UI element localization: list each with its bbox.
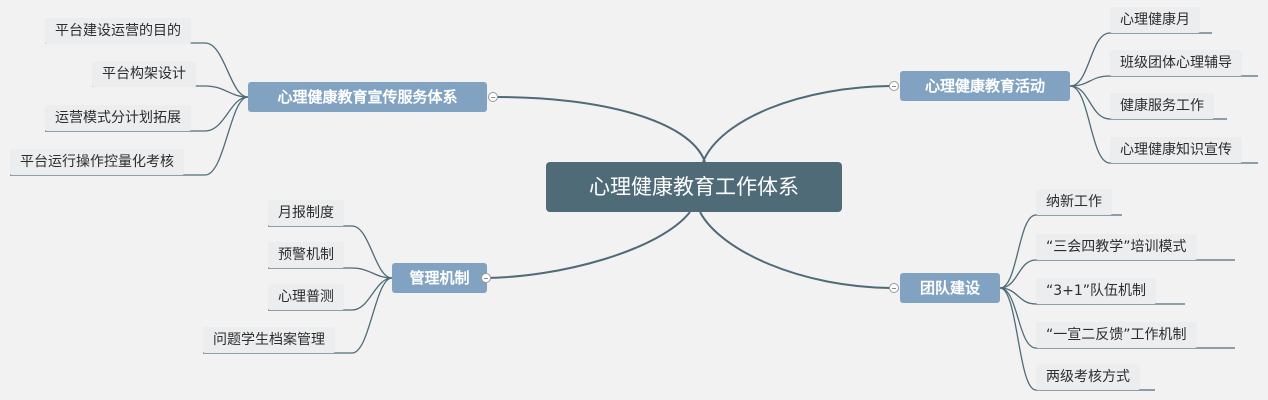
collapse-toggle-activities[interactable] — [889, 81, 899, 91]
branch-management-mechanism[interactable]: 管理机制 — [392, 263, 487, 293]
leaf-activities-2[interactable]: 班级团体心理辅导 — [1110, 50, 1242, 76]
leaf-team-1[interactable]: 纳新工作 — [1036, 189, 1112, 215]
connector-root-team — [699, 211, 896, 289]
branch-publicity-service-system[interactable]: 心理健康教育宣传服务体系 — [248, 82, 487, 112]
leaf-team-3[interactable]: “3+1”队伍机制 — [1036, 278, 1157, 304]
collapse-toggle-publicity[interactable] — [488, 92, 498, 102]
collapse-toggle-management[interactable] — [481, 273, 491, 283]
leaf-management-1[interactable]: 月报制度 — [268, 200, 344, 226]
leaf-management-2[interactable]: 预警机制 — [268, 242, 344, 268]
collapse-toggle-team[interactable] — [889, 283, 899, 293]
central-topic[interactable]: 心理健康教育工作体系 — [546, 162, 842, 212]
leaf-activities-4[interactable]: 心理健康知识宣传 — [1110, 137, 1242, 163]
leaf-activities-1[interactable]: 心理健康月 — [1110, 7, 1200, 33]
leaf-publicity-1[interactable]: 平台建设运营的目的 — [45, 18, 191, 44]
leaf-publicity-4[interactable]: 平台运行操作控量化考核 — [10, 149, 184, 175]
leaf-team-2[interactable]: “三会四教学”培训模式 — [1036, 234, 1197, 260]
leaf-publicity-3[interactable]: 运营模式分计划拓展 — [45, 105, 191, 131]
connector-root-publicity — [496, 96, 706, 163]
leaf-team-5[interactable]: 两级考核方式 — [1036, 364, 1140, 390]
branch-team-building[interactable]: 团队建设 — [900, 273, 1000, 303]
branch-education-activities[interactable]: 心理健康教育活动 — [900, 71, 1070, 101]
leaf-publicity-2[interactable]: 平台构架设计 — [92, 61, 196, 87]
leaf-activities-3[interactable]: 健康服务工作 — [1110, 93, 1214, 119]
leaf-management-4[interactable]: 问题学生档案管理 — [203, 327, 335, 353]
leaf-team-4[interactable]: “一宣二反馈”工作机制 — [1036, 322, 1197, 348]
connector-root-management — [481, 211, 691, 279]
connector-root-activities — [702, 85, 896, 163]
leaf-management-3[interactable]: 心理普测 — [268, 284, 344, 310]
